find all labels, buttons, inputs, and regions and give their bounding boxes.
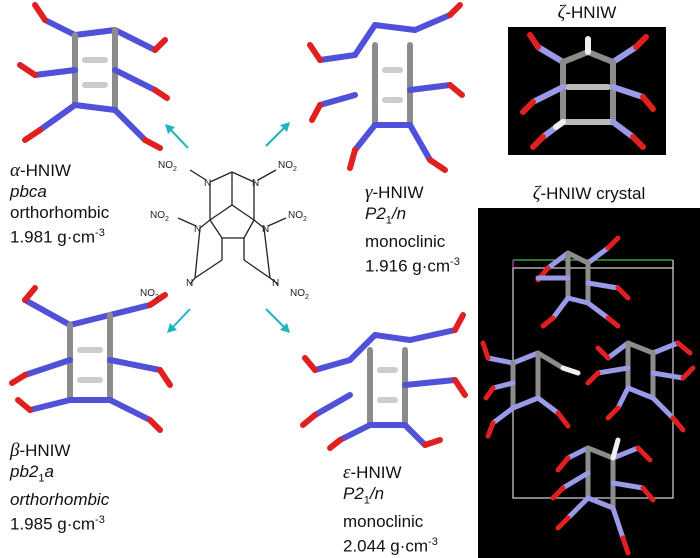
beta-molecule-model [9,285,173,433]
no2-label-5: NO2 [140,288,159,301]
zeta-molecule-model [520,32,656,150]
arrow-to-beta [167,308,191,333]
hniw-structural-formula: NO2 N N NO2 NO2 N N NO2 NO2 N N NO2 [140,160,309,301]
arrow-to-alpha [165,124,189,149]
n-label-3: N [194,224,201,235]
alpha-molecule-model [17,2,170,151]
arrow-to-gamma [265,122,290,147]
epsilon-molecule-model [300,312,468,451]
n-label-6: N [272,278,279,289]
no2-label-6: NO2 [290,288,309,301]
n-label-5: N [186,278,193,289]
arrow-to-epsilon [265,308,290,333]
beta-label: β-HNIW pb21a orthorhombic 1.985 g·cm-3 [10,440,110,535]
zeta-crystal-title: ζ-HNIW crystal [532,183,646,204]
zeta-molecule-panel [508,27,666,155]
no2-label-1: NO2 [158,160,177,173]
gamma-label: γ-HNIW P21/n monoclinic 1.916 g·cm-3 [365,182,460,277]
zeta-crystal-panel [478,208,700,558]
n-label-4: N [262,224,269,235]
gamma-molecule-model [307,2,465,173]
n-label-2: N [252,178,259,189]
n-label-1: N [204,178,211,189]
no2-label-3: NO2 [150,210,169,223]
no2-label-4: NO2 [288,210,307,223]
alpha-label: α-HNIW pbca orthorhombic 1.981 g·cm-3 [10,160,110,247]
zeta-title: ζ-HNIW [557,2,617,23]
zeta-crystal-model [480,235,696,556]
epsilon-label: ε-HNIW P21/n monoclinic 2.044 g·cm-3 [343,462,438,557]
no2-label-2: NO2 [278,160,297,173]
